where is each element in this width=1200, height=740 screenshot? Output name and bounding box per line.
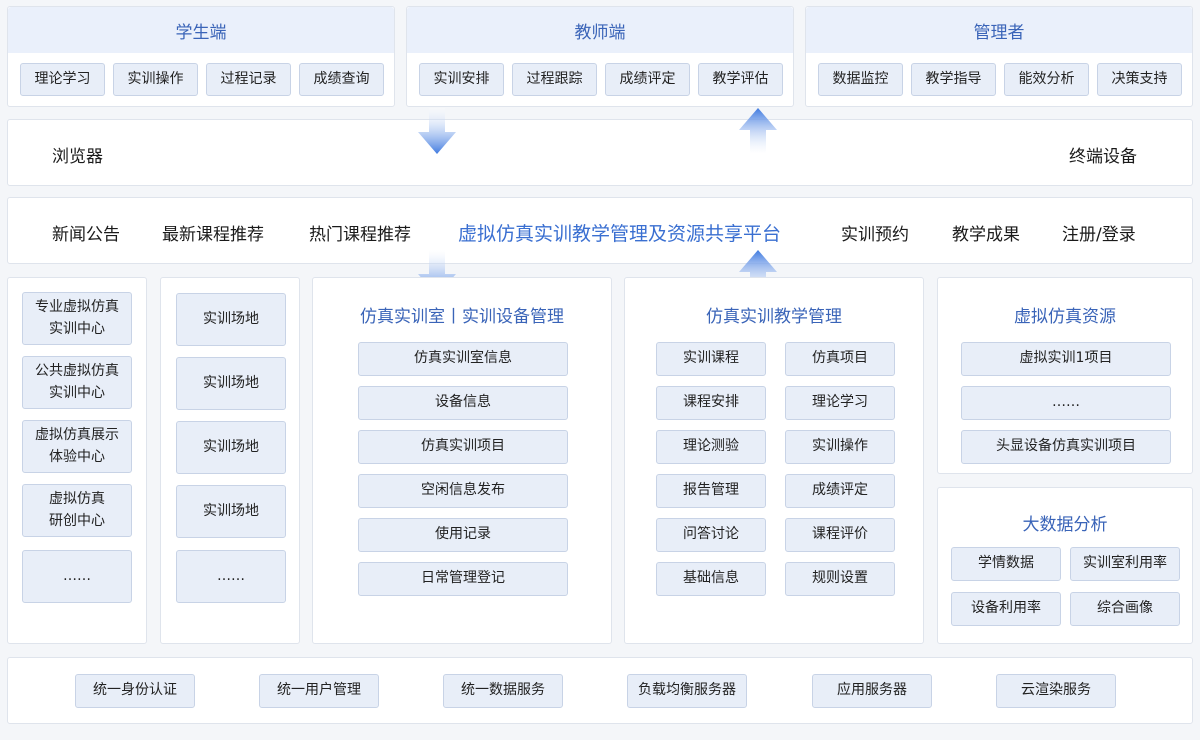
- service-item[interactable]: 应用服务器: [812, 674, 932, 708]
- site-item[interactable]: ……: [176, 550, 286, 603]
- student-item[interactable]: 实训操作: [113, 63, 198, 96]
- teaching-item[interactable]: 基础信息: [656, 562, 766, 596]
- manager-panel: 管理者 数据监控 教学指导 能效分析 决策支持: [805, 6, 1193, 107]
- sites-panel: 实训场地 实训场地 实训场地 实训场地 ……: [160, 277, 300, 644]
- student-panel: 学生端 理论学习 实训操作 过程记录 成绩查询: [7, 6, 395, 107]
- access-bar: 浏览器 终端设备: [7, 119, 1193, 186]
- service-item[interactable]: 负载均衡服务器: [627, 674, 747, 708]
- lab-management-panel: 仿真实训室丨实训设备管理 仿真实训室信息 设备信息 仿真实训项目 空闲信息发布 …: [312, 277, 612, 644]
- bigdata-item[interactable]: 学情数据: [951, 547, 1061, 581]
- bigdata-item[interactable]: 综合画像: [1070, 592, 1180, 626]
- terminal-device-label: 终端设备: [1069, 147, 1137, 167]
- site-item[interactable]: 实训场地: [176, 485, 286, 538]
- manager-item[interactable]: 决策支持: [1097, 63, 1182, 96]
- service-item[interactable]: 统一用户管理: [259, 674, 379, 708]
- manager-item[interactable]: 教学指导: [911, 63, 996, 96]
- teaching-management-panel: 仿真实训教学管理 实训课程 课程安排 理论测验 报告管理 问答讨论 基础信息 仿…: [624, 277, 924, 644]
- arrow-down-icon: [418, 108, 456, 154]
- services-bar: 统一身份认证 统一用户管理 统一数据服务 负载均衡服务器 应用服务器 云渲染服务: [7, 657, 1193, 724]
- teaching-item[interactable]: 课程安排: [656, 386, 766, 420]
- teaching-item[interactable]: 理论测验: [656, 430, 766, 464]
- lab-management-item[interactable]: 仿真实训项目: [358, 430, 568, 464]
- site-item[interactable]: 实训场地: [176, 357, 286, 410]
- center-item[interactable]: 虚拟仿真展示 体验中心: [22, 420, 132, 473]
- arrow-up-icon: [739, 108, 777, 154]
- teaching-item[interactable]: 课程评价: [785, 518, 895, 552]
- teaching-item[interactable]: 问答讨论: [656, 518, 766, 552]
- service-item[interactable]: 云渲染服务: [996, 674, 1116, 708]
- teaching-item[interactable]: 规则设置: [785, 562, 895, 596]
- lab-management-item[interactable]: 空闲信息发布: [358, 474, 568, 508]
- center-item[interactable]: 专业虚拟仿真 实训中心: [22, 292, 132, 345]
- nav-latest-courses[interactable]: 最新课程推荐: [162, 225, 264, 245]
- lab-management-item[interactable]: 日常管理登记: [358, 562, 568, 596]
- teacher-item[interactable]: 教学评估: [698, 63, 783, 96]
- teaching-management-title: 仿真实训教学管理: [706, 307, 842, 327]
- centers-panel: 专业虚拟仿真 实训中心 公共虚拟仿真 实训中心 虚拟仿真展示 体验中心 虚拟仿真…: [7, 277, 147, 644]
- resources-panel: 虚拟仿真资源 虚拟实训1项目 …… 头显设备仿真实训项目: [937, 277, 1193, 474]
- student-item[interactable]: 过程记录: [206, 63, 291, 96]
- bigdata-item[interactable]: 设备利用率: [951, 592, 1061, 626]
- service-item[interactable]: 统一数据服务: [443, 674, 563, 708]
- nav-achievements[interactable]: 教学成果: [952, 225, 1020, 245]
- bigdata-item[interactable]: 实训室利用率: [1070, 547, 1180, 581]
- bigdata-title: 大数据分析: [1022, 515, 1108, 535]
- browser-label: 浏览器: [52, 147, 103, 167]
- site-item[interactable]: 实训场地: [176, 293, 286, 346]
- arrow-up-icon: [739, 250, 777, 296]
- bigdata-panel: 大数据分析 学情数据 实训室利用率 设备利用率 综合画像: [937, 487, 1193, 644]
- teaching-item[interactable]: 报告管理: [656, 474, 766, 508]
- manager-title: 管理者: [806, 7, 1192, 53]
- teaching-item[interactable]: 成绩评定: [785, 474, 895, 508]
- teacher-item[interactable]: 过程跟踪: [512, 63, 597, 96]
- resource-item[interactable]: 虚拟实训1项目: [961, 342, 1171, 376]
- service-item[interactable]: 统一身份认证: [75, 674, 195, 708]
- nav-booking[interactable]: 实训预约: [841, 225, 909, 245]
- site-item[interactable]: 实训场地: [176, 421, 286, 474]
- center-item[interactable]: ……: [22, 550, 132, 603]
- teaching-item[interactable]: 实训操作: [785, 430, 895, 464]
- center-item[interactable]: 虚拟仿真 研创中心: [22, 484, 132, 537]
- platform-title: 虚拟仿真实训教学管理及资源共享平台: [458, 223, 782, 245]
- teaching-item[interactable]: 理论学习: [785, 386, 895, 420]
- teacher-panel: 教师端 实训安排 过程跟踪 成绩评定 教学评估: [406, 6, 794, 107]
- nav-hot-courses[interactable]: 热门课程推荐: [309, 225, 411, 245]
- student-item[interactable]: 成绩查询: [299, 63, 384, 96]
- center-item[interactable]: 公共虚拟仿真 实训中心: [22, 356, 132, 409]
- teacher-item[interactable]: 实训安排: [419, 63, 504, 96]
- resource-item[interactable]: 头显设备仿真实训项目: [961, 430, 1171, 464]
- teaching-item[interactable]: 仿真项目: [785, 342, 895, 376]
- student-item[interactable]: 理论学习: [20, 63, 105, 96]
- nav-register-login[interactable]: 注册/登录: [1062, 225, 1136, 245]
- lab-management-title: 仿真实训室丨实训设备管理: [360, 307, 564, 327]
- resource-item[interactable]: ……: [961, 386, 1171, 420]
- nav-news[interactable]: 新闻公告: [52, 225, 120, 245]
- resources-title: 虚拟仿真资源: [1014, 307, 1116, 327]
- teaching-item[interactable]: 实训课程: [656, 342, 766, 376]
- student-title: 学生端: [8, 7, 394, 53]
- teacher-title: 教师端: [407, 7, 793, 53]
- lab-management-item[interactable]: 使用记录: [358, 518, 568, 552]
- portal-bar: 新闻公告 最新课程推荐 热门课程推荐 虚拟仿真实训教学管理及资源共享平台 实训预…: [7, 197, 1193, 264]
- manager-item[interactable]: 数据监控: [818, 63, 903, 96]
- manager-item[interactable]: 能效分析: [1004, 63, 1089, 96]
- lab-management-item[interactable]: 设备信息: [358, 386, 568, 420]
- lab-management-item[interactable]: 仿真实训室信息: [358, 342, 568, 376]
- teacher-item[interactable]: 成绩评定: [605, 63, 690, 96]
